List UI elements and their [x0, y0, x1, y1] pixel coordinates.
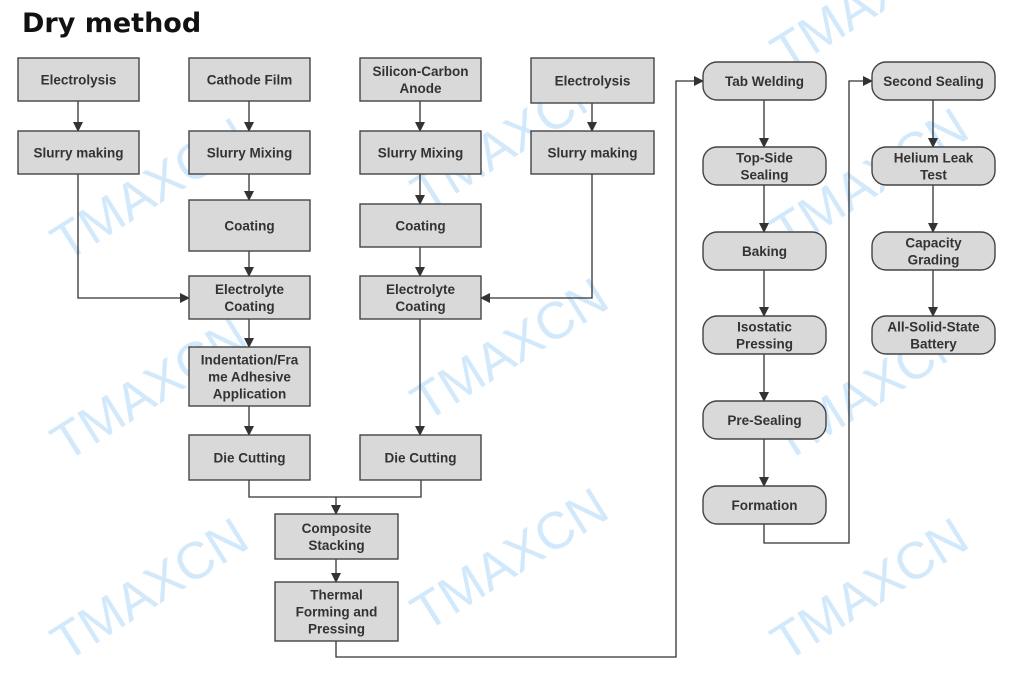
node-box — [702, 485, 827, 525]
flow-node-t5: Pre-Sealing — [702, 400, 827, 440]
node-box — [359, 130, 482, 175]
node-box — [17, 57, 140, 102]
node-box — [359, 57, 482, 102]
flow-node-n2: Slurry making — [17, 130, 140, 175]
node-label: Electrolysis — [41, 73, 117, 88]
flow-node-n1: Electrolysis — [17, 57, 140, 102]
node-label: Slurry Mixing — [378, 146, 464, 161]
flow-node-e1: Electrolysis — [530, 57, 655, 104]
node-box — [188, 434, 311, 481]
node-box — [274, 581, 399, 642]
node-box — [188, 275, 311, 320]
node-box — [702, 146, 827, 186]
flow-node-u1: Second Sealing — [871, 61, 996, 101]
node-box — [871, 146, 996, 186]
flow-node-t6: Formation — [702, 485, 827, 525]
node-label: Second Sealing — [883, 74, 984, 89]
node-label: Slurry making — [547, 146, 637, 161]
flow-node-c1: Cathode Film — [188, 57, 311, 102]
node-box — [702, 61, 827, 101]
node-label: Baking — [742, 244, 787, 259]
node-box — [17, 130, 140, 175]
flow-node-a3: Coating — [359, 203, 482, 248]
node-box — [530, 130, 655, 175]
node-box — [530, 57, 655, 104]
node-label: Coating — [224, 219, 274, 234]
node-box — [359, 434, 482, 481]
flow-arrow — [763, 76, 873, 544]
flow-node-t1: Tab Welding — [702, 61, 827, 101]
node-box — [871, 315, 996, 355]
node-box — [274, 513, 399, 560]
node-box — [871, 231, 996, 271]
node-label: Electrolysis — [555, 74, 631, 89]
flow-arrow — [248, 480, 422, 498]
flow-node-c3: Coating — [188, 199, 311, 252]
flow-node-c2: Slurry Mixing — [188, 130, 311, 175]
flow-node-e2: Slurry making — [530, 130, 655, 175]
node-label: Die Cutting — [214, 451, 286, 466]
flow-node-a2: Slurry Mixing — [359, 130, 482, 175]
flow-node-c6: Die Cutting — [188, 434, 311, 481]
node-box — [188, 199, 311, 252]
node-label: Tab Welding — [725, 74, 804, 89]
node-box — [702, 400, 827, 440]
node-box — [188, 130, 311, 175]
node-label: Slurry Mixing — [207, 146, 293, 161]
node-box — [359, 203, 482, 248]
node-box — [359, 275, 482, 320]
node-box — [188, 57, 311, 102]
node-label: Coating — [395, 219, 445, 234]
node-box — [702, 231, 827, 271]
node-label: Die Cutting — [385, 451, 457, 466]
flow-arrow — [480, 174, 593, 303]
flow-arrow — [335, 76, 704, 658]
flow-node-t3: Baking — [702, 231, 827, 271]
node-box — [871, 61, 996, 101]
node-label: Pre-Sealing — [727, 413, 801, 428]
page-title: Dry method — [22, 8, 202, 39]
node-label: Cathode Film — [207, 73, 293, 88]
node-label: Slurry making — [33, 146, 123, 161]
flow-node-a5: Die Cutting — [359, 434, 482, 481]
flow-arrow — [77, 174, 190, 303]
node-box — [188, 346, 311, 407]
node-box — [702, 315, 827, 355]
node-label: Formation — [732, 498, 798, 513]
